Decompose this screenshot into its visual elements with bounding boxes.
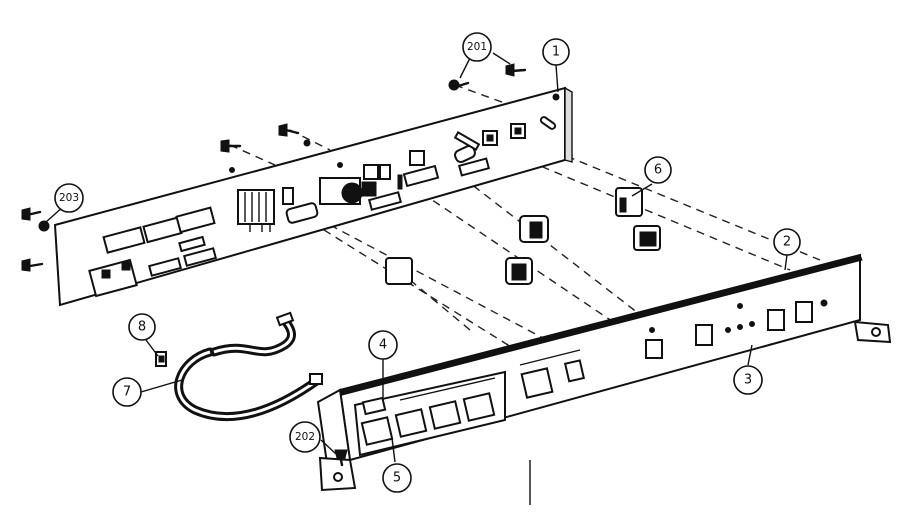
- callout-label-2: 2: [783, 235, 791, 250]
- screw-203b: [21, 258, 44, 272]
- screw-201b: [505, 63, 527, 77]
- callout-5: 5: [382, 463, 412, 493]
- callout-label-202: 202: [295, 431, 315, 443]
- callout-2: 2: [773, 228, 801, 256]
- screw-b: [278, 123, 311, 147]
- cable-part-7: [174, 311, 323, 422]
- callout-label-6: 6: [654, 163, 662, 178]
- screw-a: [220, 139, 242, 153]
- callout-3: 3: [733, 365, 763, 395]
- callout-label-3: 3: [744, 373, 752, 388]
- clip-part-8: [155, 351, 167, 367]
- callout-203: 203: [54, 183, 84, 213]
- callout-4: 4: [368, 330, 398, 360]
- callout-label-5: 5: [393, 471, 401, 486]
- callout-label-201: 201: [467, 41, 487, 53]
- callout-label-7: 7: [123, 385, 131, 400]
- front-panel-part-2: [316, 253, 892, 505]
- circuit-board-part-1: [53, 86, 573, 307]
- callout-1: 1: [542, 38, 570, 66]
- callout-202: 202: [289, 421, 321, 453]
- callout-label-4: 4: [379, 338, 387, 353]
- knobs-part-6: [385, 187, 661, 285]
- callout-201: 201: [462, 32, 492, 62]
- callout-label-8: 8: [138, 320, 146, 335]
- callout-6: 6: [644, 156, 672, 184]
- screw-202: [334, 449, 348, 467]
- callout-label-1: 1: [552, 45, 560, 60]
- callout-8: 8: [128, 313, 156, 341]
- leader-lines: [45, 52, 788, 463]
- callout-7: 7: [112, 377, 142, 407]
- screw-201a: [448, 79, 470, 91]
- screw-203a: [21, 207, 50, 232]
- callout-label-203: 203: [59, 192, 79, 204]
- screws: [21, 63, 527, 467]
